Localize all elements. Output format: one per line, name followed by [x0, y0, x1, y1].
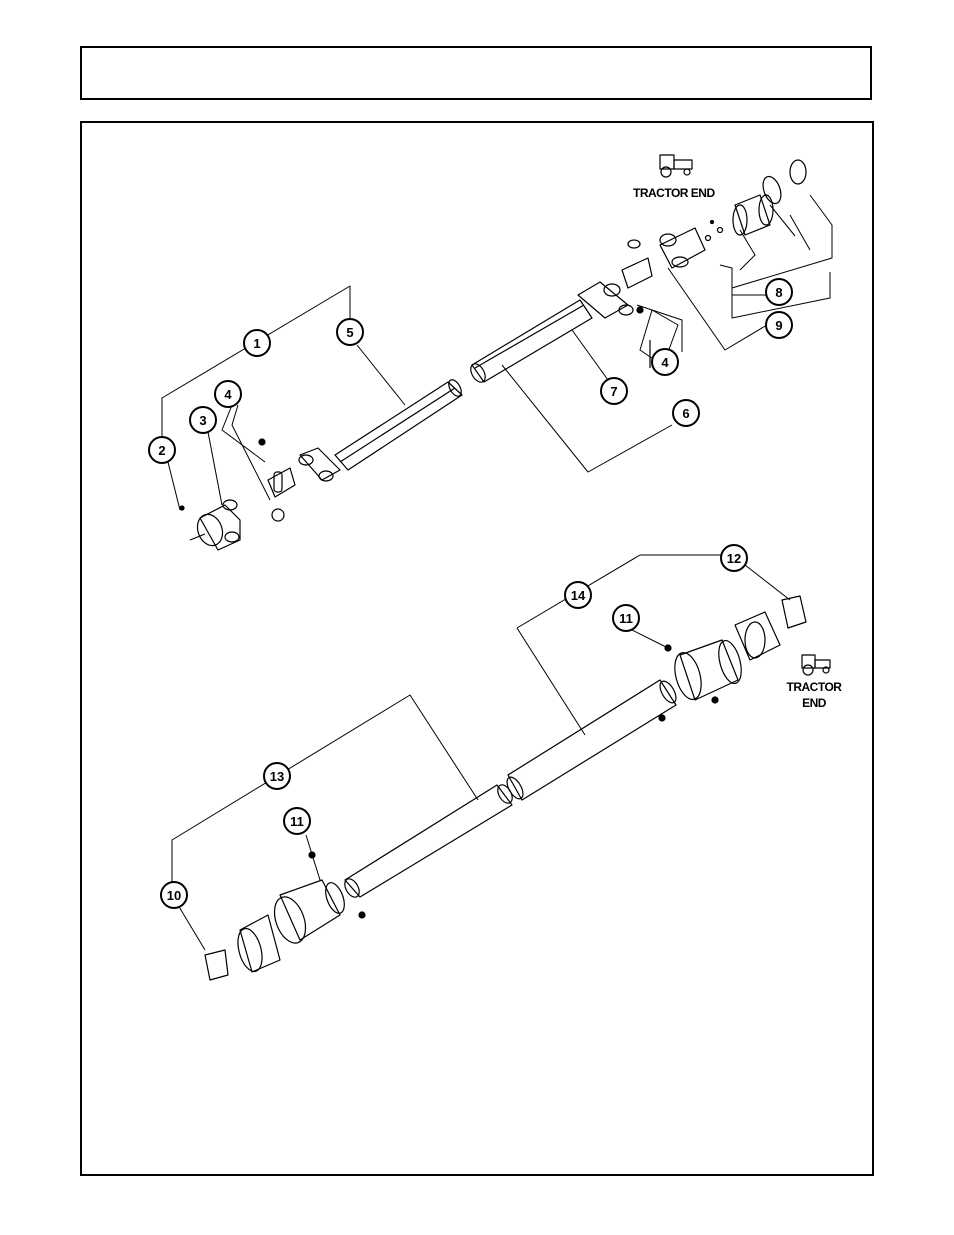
diagram-frame — [80, 121, 874, 1176]
callout-12: 12 — [727, 551, 741, 566]
callout-1-circle — [243, 329, 271, 357]
collar — [732, 194, 774, 236]
right-shield-cone — [658, 595, 807, 722]
callout-2-circle — [148, 436, 176, 464]
callout-12-circle — [720, 544, 748, 572]
callout-11a-circle — [612, 604, 640, 632]
callout-3-circle — [189, 406, 217, 434]
callout-8-circle — [765, 278, 793, 306]
callout-11b-circle — [283, 807, 311, 835]
callout-4a: 4 — [224, 387, 232, 402]
callout-circles — [148, 278, 793, 909]
callout-6: 6 — [682, 406, 689, 421]
inner-shaft — [298, 379, 463, 482]
left-shield-cone — [204, 851, 366, 981]
callout-9: 9 — [775, 318, 782, 333]
upper-leader-lines — [161, 194, 833, 511]
cross-left — [179, 438, 296, 522]
tractor-end-label-bottom-1: TRACTOR — [787, 680, 843, 694]
callout-7: 7 — [610, 384, 617, 399]
callout-14-circle — [564, 581, 592, 609]
tractor-end-label-bottom-2: END — [802, 696, 827, 710]
callout-4b-circle — [651, 348, 679, 376]
cross-right — [621, 239, 653, 314]
callout-10-circle — [160, 881, 188, 909]
callout-11a: 11 — [619, 611, 633, 626]
tractor-yoke — [659, 219, 724, 269]
callout-9-circle — [765, 311, 793, 339]
callout-11b: 11 — [290, 814, 304, 829]
callout-13-circle — [263, 762, 291, 790]
rings — [762, 159, 807, 205]
callout-5-circle — [336, 318, 364, 346]
outer-shield-tube — [506, 679, 677, 801]
callout-7-circle — [600, 377, 628, 405]
callout-4b: 4 — [661, 355, 669, 370]
callout-14: 14 — [571, 588, 586, 603]
callout-5: 5 — [346, 325, 353, 340]
tractor-icon — [659, 154, 693, 178]
callout-4a-circle — [214, 380, 242, 408]
header-box — [80, 46, 872, 100]
callout-13: 13 — [270, 769, 284, 784]
tractor-end-label-top: TRACTOR END — [633, 186, 715, 200]
callout-6-circle — [672, 399, 700, 427]
callout-1: 1 — [253, 336, 260, 351]
outer-tube — [470, 299, 593, 383]
lower-leader-lines — [171, 554, 791, 951]
tractor-icon — [801, 654, 831, 676]
callout-10: 10 — [167, 888, 181, 903]
yoke-left — [189, 499, 241, 551]
inner-shield-tube — [344, 784, 513, 898]
callout-3: 3 — [199, 413, 206, 428]
callout-8: 8 — [775, 285, 782, 300]
outer-yoke — [577, 281, 634, 319]
callout-2: 2 — [158, 443, 165, 458]
